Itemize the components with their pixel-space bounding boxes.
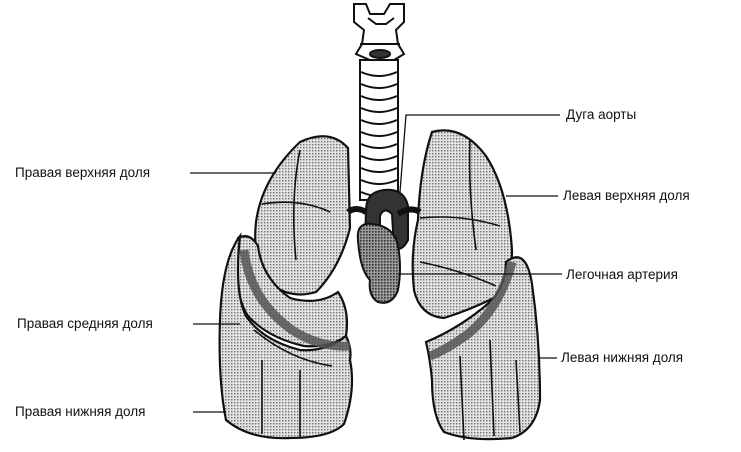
pulmonary-artery-shape	[356, 222, 401, 304]
great-vessels	[346, 188, 422, 304]
label-right-upper-lobe: Правая верхняя доля	[15, 165, 151, 180]
label-left-upper-lobe: Левая верхняя доля	[563, 188, 690, 203]
larynx	[353, 3, 406, 61]
right-upper-lobe-shape	[254, 135, 352, 296]
right-lung	[218, 135, 354, 440]
left-lower-lobe-shape	[424, 256, 542, 441]
right-lower-lobe-shape	[218, 232, 354, 440]
right-oblique-fissure	[239, 249, 351, 351]
left-oblique-fissure	[428, 260, 517, 361]
left-upper-lobe-shape	[411, 129, 514, 320]
label-pulmonary-artery: Легочная артерия	[566, 267, 678, 282]
leader-aortic-arch	[399, 114, 560, 193]
label-aortic-arch: Дуга аорты	[566, 107, 637, 122]
label-left-lower-lobe: Левая нижняя доля	[561, 350, 684, 365]
left-lung	[411, 129, 542, 441]
leader-lines	[190, 114, 562, 413]
label-right-middle-lobe: Правая средняя доля	[17, 316, 153, 331]
trachea	[359, 59, 399, 201]
label-right-lower-lobe: Правая нижняя доля	[15, 404, 146, 419]
right-middle-lobe-shape	[235, 235, 349, 348]
